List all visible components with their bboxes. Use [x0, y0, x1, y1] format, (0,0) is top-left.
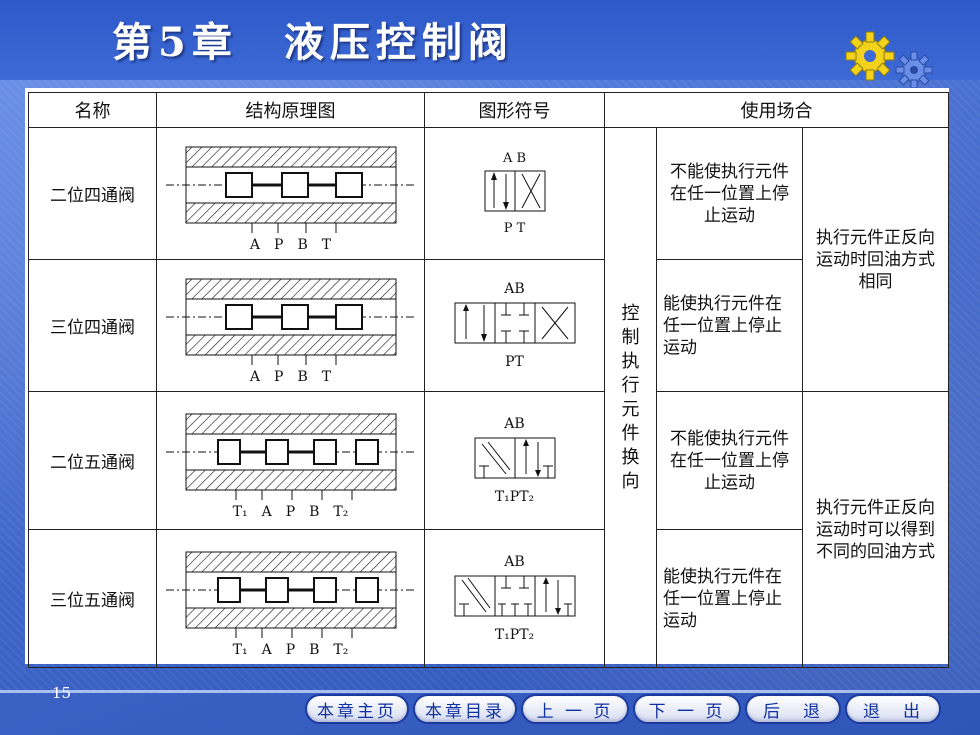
symbol-top-ports: AB	[504, 281, 525, 297]
graphic-symbol: AB T₁PT₂	[424, 529, 605, 668]
symbol-bottom-ports: T₁PT₂	[494, 489, 535, 505]
valve-name: 二位五通阀	[28, 391, 157, 530]
valve-structure-icon	[165, 278, 416, 365]
header-symbol: 图形符号	[424, 92, 605, 128]
valve-name: 二位四通阀	[28, 127, 157, 260]
table-row: 三位四通阀 A P B T AB	[28, 259, 949, 392]
valve-name: 三位四通阀	[28, 259, 157, 392]
header-structure: 结构原理图	[156, 92, 425, 128]
purpose-char: 控	[621, 302, 640, 324]
table-header-row: 名称 结构原理图 图形符号 使用场合	[28, 92, 950, 128]
table-row: 二位五通阀 T₁ A P B T₂ AB	[28, 391, 950, 668]
next-page-button[interactable]: 下 一 页	[633, 694, 741, 724]
purpose-char: 行	[621, 374, 640, 396]
usage-stop-cell: 能使执行元件在任一位置上停止运动	[656, 529, 803, 668]
graphic-symbol: AB T₁PT₂	[424, 391, 605, 530]
slide-title: 第5章 液压控制阀	[112, 19, 514, 66]
graphic-symbol: A B P T	[424, 127, 605, 260]
table-row: 三位五通阀 T₁ A P B T₂ AB	[28, 529, 949, 668]
page-number: 15	[52, 684, 72, 702]
symbol-bottom-ports: PT	[505, 354, 524, 370]
valve-name: 三位五通阀	[28, 529, 157, 668]
symbol-bottom-ports: P T	[503, 221, 526, 236]
purpose-char: 元	[621, 398, 640, 420]
back-button[interactable]: 后 退	[745, 694, 841, 724]
structure-diagram: T₁ A P B T₂	[156, 391, 425, 530]
usage-stop-cell: 不能使执行元件在任一位置上停止运动	[656, 391, 803, 530]
exit-button[interactable]: 退 出	[845, 694, 941, 724]
graphic-symbol: AB PT	[424, 259, 605, 392]
title-bar	[0, 0, 980, 80]
merged-purpose-column: 控 制 执 行 元 件 换 向	[604, 127, 657, 668]
usage-return-cell: 执行元件正反向运动时回油方式相同	[801, 127, 950, 392]
footer-divider	[0, 690, 980, 693]
symbol-bottom-ports: T₁PT₂	[494, 627, 535, 643]
navigation-bar: 本章主页 本章目录 上 一 页 下 一 页 后 退 退 出	[305, 694, 941, 728]
two-position-symbol-icon	[484, 170, 545, 212]
purpose-char: 制	[621, 326, 640, 348]
three-position-five-way-symbol-icon	[454, 575, 575, 617]
header-usage: 使用场合	[603, 92, 950, 128]
structure-port-labels: A P B T	[249, 369, 332, 385]
chapter-contents-button[interactable]: 本章目录	[413, 694, 517, 724]
symbol-top-ports: AB	[504, 416, 525, 432]
usage-return-cell: 执行元件正反向运动时可以得到不同的回油方式	[801, 391, 950, 668]
valve-structure-icon	[165, 551, 416, 638]
structure-diagram: A P B T	[156, 259, 425, 392]
valve-table: 名称 结构原理图 图形符号 使用场合 二位四通阀	[28, 92, 950, 668]
usage-stop-cell: 不能使执行元件在任一位置上停止运动	[656, 127, 803, 260]
usage-stop-cell: 能使执行元件在任一位置上停止运动	[656, 259, 803, 392]
valve-structure-icon	[165, 413, 416, 500]
structure-diagram: A P B T	[156, 127, 425, 260]
structure-port-labels: T₁ A P B T₂	[232, 504, 349, 520]
structure-port-labels: T₁ A P B T₂	[232, 642, 349, 658]
table-row: 二位四通阀 A P B T	[28, 127, 950, 668]
structure-port-labels: A P B T	[249, 237, 332, 253]
previous-page-button[interactable]: 上 一 页	[521, 694, 629, 724]
header-name: 名称	[28, 92, 157, 128]
chapter-home-button[interactable]: 本章主页	[305, 694, 409, 724]
symbol-top-ports: AB	[504, 554, 525, 570]
symbol-top-ports: A B	[502, 151, 527, 166]
gears-icon	[845, 31, 933, 89]
purpose-char: 件	[621, 422, 640, 444]
purpose-char: 换	[621, 446, 640, 468]
structure-diagram: T₁ A P B T₂	[156, 529, 425, 668]
two-position-five-way-symbol-icon	[474, 437, 555, 479]
purpose-char: 执	[621, 350, 640, 372]
purpose-char: 向	[621, 470, 640, 492]
valve-structure-icon	[165, 146, 416, 233]
three-position-symbol-icon	[454, 302, 575, 344]
